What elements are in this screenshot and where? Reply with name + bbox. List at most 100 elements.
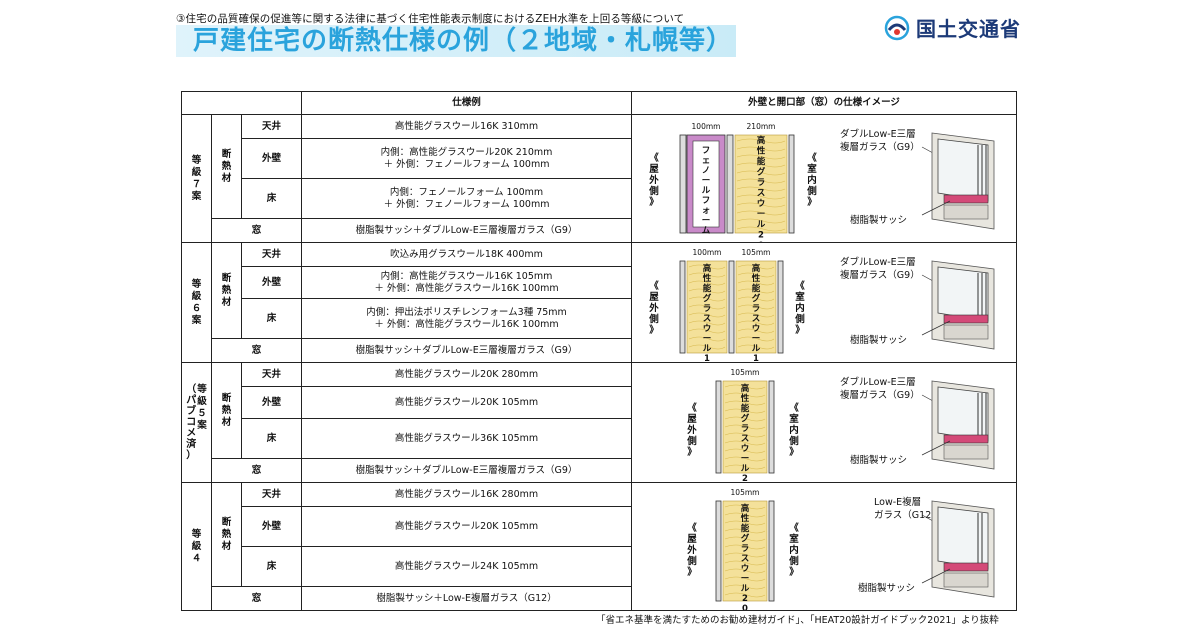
grade-note-char: 済: [186, 439, 197, 450]
svg-text:ラ: ラ: [703, 304, 712, 314]
dim-inner: 210mm: [747, 122, 776, 131]
spec-wall: 高性能グラスウール20K 105mm: [301, 506, 633, 547]
svg-text:ウ: ウ: [757, 199, 766, 209]
svg-text:内: 内: [795, 302, 805, 314]
svg-text:《: 《: [687, 402, 697, 414]
svg-text:1: 1: [704, 354, 710, 362]
spec-line: ＋ 外側：フェノールフォーム 100mm: [383, 158, 550, 170]
insulation-label: 断熱材: [211, 242, 242, 339]
svg-text:ー: ー: [702, 216, 711, 226]
dim-inner: 105mm: [731, 488, 760, 497]
spec-window: 樹脂製サッシ＋ダブルLow-E三層複層ガラス（G9）: [301, 338, 633, 363]
svg-text:ウ: ウ: [752, 324, 761, 334]
svg-text:ス: ス: [757, 189, 766, 199]
svg-text:室: 室: [795, 291, 805, 303]
spec-ceiling: 高性能グラスウール16K 280mm: [301, 482, 633, 507]
svg-text:屋: 屋: [649, 164, 659, 175]
glass-label: 複層ガラス（G9）: [840, 141, 920, 153]
inner-layer-label: 高性能グラスウール20K: [741, 383, 750, 482]
outside-label: 《屋外側》: [686, 522, 697, 578]
table-row: 外壁高性能グラスウール20K 105mm: [182, 506, 1017, 547]
svg-text:ラ: ラ: [757, 178, 766, 188]
svg-text:側: 側: [686, 435, 697, 447]
svg-text:側: 側: [648, 313, 659, 325]
svg-text:》: 》: [795, 324, 805, 336]
table-row: 外壁内側：高性能グラスウール16K 105mm＋ 外側：高性能グラスウール16K…: [182, 266, 1017, 299]
svg-text:側: 側: [788, 435, 799, 447]
window-label: 窓: [210, 458, 303, 483]
spec-window: 樹脂製サッシ＋ダブルLow-E三層複層ガラス（G9）: [301, 218, 633, 243]
svg-text:ム: ム: [702, 226, 711, 236]
part-floor: 床: [240, 418, 303, 459]
insulation-label: 断熱材: [211, 482, 242, 587]
table-row: 窓樹脂製サッシ＋ダブルLow-E三層複層ガラス（G9）: [182, 338, 1017, 363]
insulation-char: 材: [221, 296, 232, 308]
svg-text:外: 外: [686, 424, 697, 436]
header-blank: [180, 91, 303, 115]
svg-text:性: 性: [741, 393, 750, 404]
spec-image: 《屋外側》高性能グラスウール20K105mm《室内側》Low-E複層ガラス（G1…: [631, 482, 1018, 611]
dim-inner: 105mm: [731, 368, 760, 377]
window-label: 窓: [210, 338, 303, 363]
spec-line: 内側：高性能グラスウール16K 105mm: [380, 270, 553, 282]
grade-char: 等: [197, 384, 207, 395]
svg-text:高: 高: [741, 503, 750, 514]
spec-line: 高性能グラスウール20K 105mm: [394, 396, 539, 408]
outside-label: 《屋外側》: [686, 402, 697, 458]
part-ceiling: 天井: [240, 362, 303, 387]
svg-text:フ: フ: [702, 146, 711, 156]
grade-char: ６: [191, 302, 202, 314]
svg-text:》: 》: [807, 196, 817, 208]
insulation-char: 断: [221, 272, 232, 284]
part-wall: 外壁: [240, 386, 303, 419]
svg-text:グ: グ: [752, 293, 761, 304]
svg-text:グ: グ: [741, 413, 750, 424]
svg-text:ス: ス: [703, 314, 712, 324]
svg-text:外: 外: [648, 174, 659, 186]
dim-inner: 105mm: [742, 248, 771, 257]
spec-line: 吹込み用グラスウール18K 400mm: [390, 248, 543, 260]
svg-text:フ: フ: [702, 196, 711, 206]
mlit-emblem-icon: [884, 15, 910, 40]
svg-text:室: 室: [789, 533, 799, 545]
dim-outer: 100mm: [693, 248, 722, 257]
svg-text:側: 側: [806, 185, 817, 197]
spec-wall: 高性能グラスウール20K 105mm: [301, 386, 633, 419]
spec-line: 高性能グラスウール36K 105mm: [394, 432, 539, 444]
svg-text:ス: ス: [741, 434, 750, 444]
svg-text:2: 2: [742, 594, 748, 604]
svg-text:ォ: ォ: [702, 206, 711, 216]
grade-note-char: パ: [186, 395, 197, 406]
outside-label: 《屋外側》: [648, 280, 659, 336]
table-row: 窓樹脂製サッシ＋ダブルLow-E三層複層ガラス（G9）: [182, 218, 1017, 243]
svg-text:内: 内: [789, 424, 799, 436]
spec-line: 高性能グラスウール16K 310mm: [394, 120, 539, 132]
grade-char: 級: [191, 290, 202, 302]
inside-label: 《室内側》: [794, 280, 805, 336]
sash-label: 樹脂製サッシ: [858, 582, 915, 594]
title-bar: [176, 25, 736, 57]
svg-text:高: 高: [703, 263, 712, 274]
grade-char: ７: [191, 178, 202, 190]
glass-wool-layer: [722, 500, 768, 602]
spec-image: 《屋外側》高性能グラスウール20K105mm《室内側》ダブルLow-E三層複層ガ…: [631, 362, 1018, 483]
spec-window: 樹脂製サッシ＋ダブルLow-E三層複層ガラス（G9）: [301, 458, 633, 483]
insulation-char: 熱: [221, 528, 232, 540]
outer-layer-label: 高性能グラスウール16K: [703, 263, 712, 362]
svg-text:《: 《: [795, 280, 805, 292]
svg-text:ル: ル: [757, 220, 766, 230]
insulation-char: 熱: [221, 284, 232, 296]
spec-wall: 内側：高性能グラスウール16K 105mm＋ 外側：高性能グラスウール16K 1…: [301, 266, 633, 299]
spec-floor: 内側：押出法ポリスチレンフォーム3種 75mm＋ 外側：高性能グラスウール16K…: [301, 298, 633, 339]
svg-text:》: 》: [649, 196, 659, 208]
part-ceiling: 天井: [240, 482, 303, 507]
svg-text:ス: ス: [752, 314, 761, 324]
grade-char: 案: [191, 190, 202, 202]
svg-text:性: 性: [757, 146, 766, 157]
spec-line: 内側：フェノールフォーム 100mm: [389, 186, 544, 198]
svg-text:》: 》: [789, 566, 799, 578]
mlit-logo: 国土交通省: [884, 13, 1021, 42]
sash-label: 樹脂製サッシ: [850, 214, 907, 226]
